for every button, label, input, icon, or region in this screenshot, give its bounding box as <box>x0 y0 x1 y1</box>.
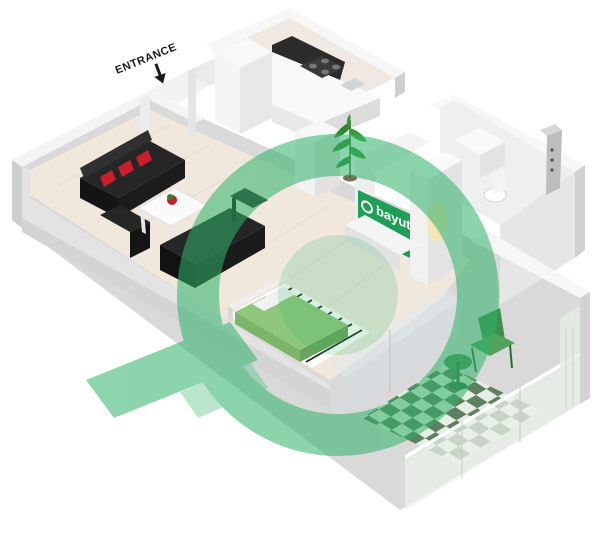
bed <box>228 276 370 368</box>
bayut-logo-icon <box>361 200 373 214</box>
cushion <box>118 160 134 177</box>
bayut-watermark <box>86 134 499 456</box>
shower-icon <box>540 124 562 195</box>
cushion <box>136 150 152 167</box>
glass-partition <box>330 290 460 415</box>
hob-icon <box>300 56 344 78</box>
entrance-label: ENTRANCE <box>114 41 179 77</box>
entrance-arrow-icon <box>154 63 166 84</box>
cushion <box>100 170 116 187</box>
balcony-railing <box>405 306 580 510</box>
entrance-marker: ENTRANCE <box>114 41 179 84</box>
